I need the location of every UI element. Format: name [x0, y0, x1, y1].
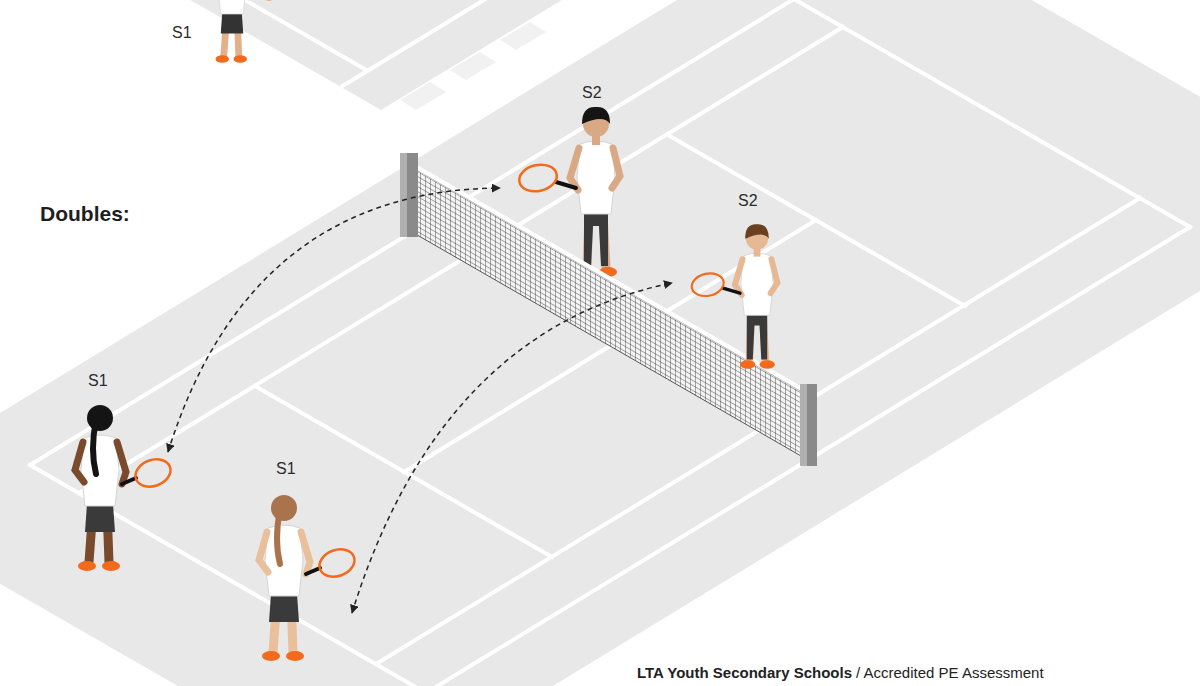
- net-tape: [412, 165, 808, 393]
- player-label: S1: [88, 372, 108, 390]
- footer-text: LTA Youth Secondary Schools: [637, 664, 852, 681]
- surface-stripe: [450, 52, 496, 80]
- surface-stripe: [500, 22, 546, 50]
- player-figure: [259, 495, 358, 661]
- tennis-net: [412, 165, 808, 460]
- player-label: S1: [276, 460, 296, 478]
- diagram-title: Doubles:: [40, 202, 130, 226]
- rally-arrow: [352, 283, 672, 613]
- player-label: S1: [172, 24, 192, 42]
- net-post-face: [800, 384, 807, 466]
- player-figure: [690, 224, 778, 369]
- player-label: S2: [738, 192, 758, 210]
- player-figure: [75, 405, 174, 571]
- net-post: [400, 153, 418, 237]
- net-tape-edge: [412, 168, 808, 396]
- surface-stripe: [400, 82, 446, 110]
- player-label: S2: [582, 84, 602, 102]
- court-line: [0, 0, 368, 71]
- court-lines: [30, 0, 1190, 686]
- rally-arrow: [168, 188, 500, 452]
- net-post-face: [400, 153, 407, 237]
- net-post: [800, 384, 817, 466]
- player-figure: [213, 0, 288, 63]
- footer-text: / Accredited PE Assessment: [856, 664, 1044, 681]
